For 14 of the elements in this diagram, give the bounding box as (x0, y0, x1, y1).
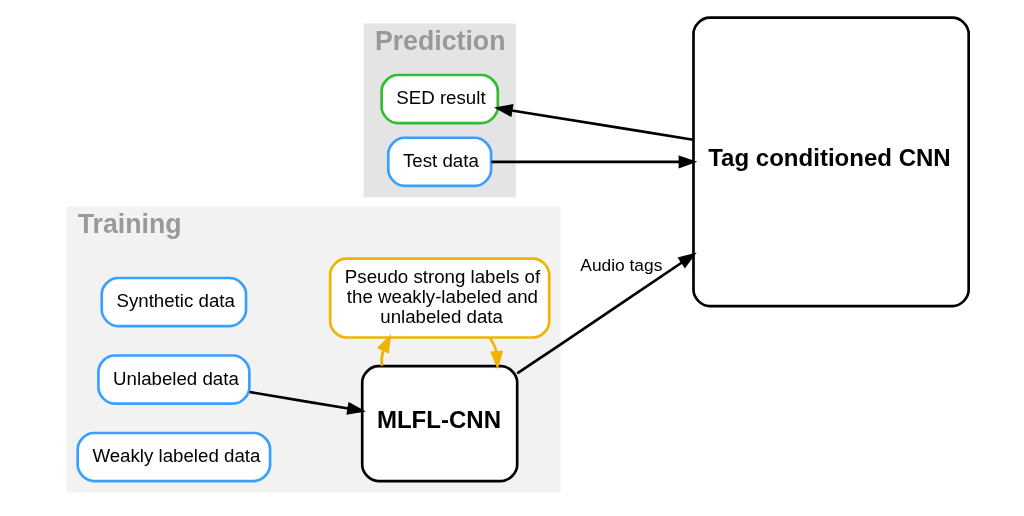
node-box: Pseudo strong labels of the weakly-labeled and unlabeled data (328, 257, 551, 339)
arrow (248, 390, 366, 415)
edge-label: Audio tags (579, 254, 662, 275)
arrow (376, 334, 391, 366)
node-box: Test data (386, 136, 492, 188)
node-box: MLFL-CNN (360, 364, 518, 483)
arrow (490, 155, 697, 169)
arrow (493, 104, 693, 142)
node-box: Weakly labeled data (75, 431, 271, 483)
arrow (516, 252, 697, 375)
node-box: Tag conditioned CNN (691, 16, 970, 308)
node-box: SED result (379, 73, 499, 125)
node-box: Unlabeled data (96, 354, 251, 405)
node-box: Synthetic data (99, 276, 247, 328)
